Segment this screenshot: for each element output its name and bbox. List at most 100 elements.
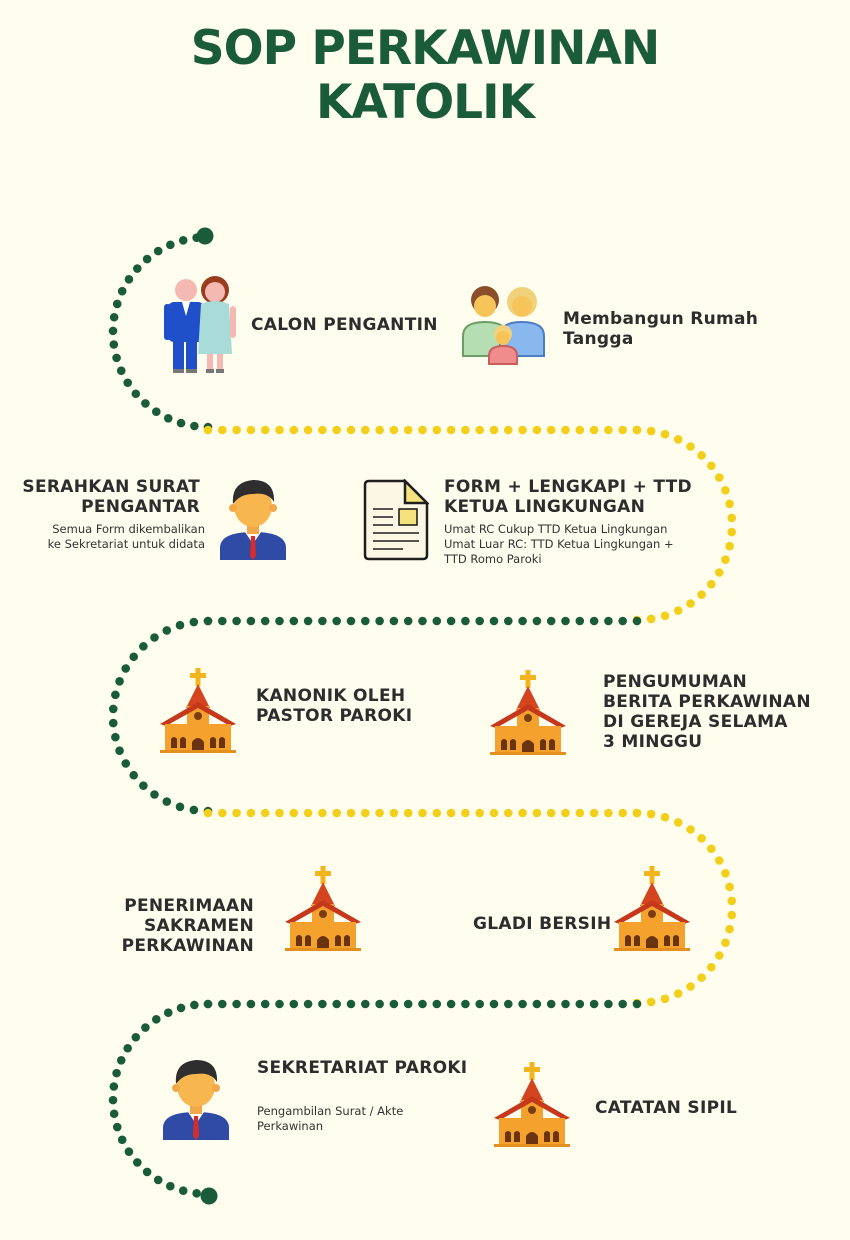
path-dot (129, 770, 139, 780)
path-dot (150, 633, 159, 642)
path-dot (190, 421, 199, 431)
path-dot (289, 999, 299, 1009)
path-dot (189, 805, 199, 815)
step-kanonik-label: KANONIK OLEH PASTOR PAROKI (256, 686, 413, 726)
path-dot (697, 973, 706, 982)
path-dot (176, 418, 186, 428)
path-dot (632, 425, 642, 435)
path-dot (475, 808, 485, 818)
path-dot (418, 425, 427, 435)
path-dot (189, 617, 199, 627)
path-dot (196, 227, 214, 245)
path-dot (132, 264, 142, 273)
path-dot (115, 746, 124, 756)
path-dot (117, 1135, 127, 1145)
path-dot (660, 994, 670, 1004)
path-dot (489, 999, 499, 1009)
path-dot (112, 1068, 121, 1078)
path-dot (489, 425, 499, 435)
path-dot (232, 999, 241, 1009)
path-dot (332, 808, 342, 818)
man-in-suit-icon (220, 480, 286, 560)
path-dot (418, 616, 427, 626)
path-dot (461, 425, 470, 435)
path-dot (618, 616, 627, 626)
path-dot (303, 808, 313, 818)
path-dot (361, 999, 370, 1009)
path-dot (725, 541, 734, 551)
path-dot (303, 616, 313, 626)
path-dot (289, 425, 299, 435)
path-dot (618, 808, 627, 818)
path-dot (604, 616, 613, 626)
path-dot (461, 999, 470, 1009)
path-dot (706, 579, 716, 589)
step-form-lengkapi-note: Umat RC Cukup TTD Ketua Lingkungan Umat … (444, 522, 674, 566)
path-dot (203, 616, 213, 626)
path-dot (389, 808, 399, 818)
path-dot (346, 425, 356, 435)
path-dot (124, 275, 134, 284)
path-dot (289, 616, 299, 626)
path-dot (632, 808, 642, 818)
path-dot (575, 425, 585, 435)
path-dot (632, 999, 642, 1009)
path-dot (532, 425, 542, 435)
path-dot (200, 1187, 218, 1205)
step-penerimaan-sakramen-label: PENERIMAAN SAKRAMEN PERKAWINAN (121, 896, 254, 956)
path-dot (318, 616, 327, 626)
path-dot (432, 808, 442, 818)
path-dot (111, 732, 120, 742)
path-dot (714, 856, 724, 865)
page-title: SOP PERKAWINAN KATOLIK (0, 22, 850, 130)
path-dot (418, 808, 427, 818)
path-dot (721, 938, 730, 948)
path-dot (646, 997, 656, 1007)
step-sekretariat-paroki-note: Pengambilan Surat / Akte Perkawinan (257, 1104, 404, 1133)
path-dot (108, 718, 118, 728)
path-dot (346, 808, 356, 818)
path-dot (697, 590, 706, 599)
path-dot (142, 1167, 152, 1177)
path-dot (131, 1032, 141, 1042)
path-dot (109, 1109, 119, 1119)
path-dot (192, 1189, 201, 1198)
path-dot (725, 499, 734, 509)
path-dot (246, 616, 256, 626)
path-dot (660, 611, 670, 621)
path-dot (618, 425, 627, 435)
path-dot (246, 808, 256, 818)
path-dot (561, 808, 570, 818)
path-dot (546, 616, 556, 626)
path-dot (660, 429, 670, 439)
path-dot (232, 616, 241, 626)
path-dot (203, 425, 213, 435)
path-dot (546, 999, 556, 1009)
path-dot (561, 999, 570, 1009)
path-dot (532, 808, 542, 818)
path-dot (706, 461, 716, 471)
path-dot (176, 1003, 186, 1013)
path-dot (332, 616, 342, 626)
step-calon-pengantin-label: CALON PENGANTIN (251, 315, 438, 335)
path-dot (604, 808, 613, 818)
path-dot (461, 616, 470, 626)
path-dot (632, 616, 642, 626)
path-dot (112, 1122, 122, 1132)
path-dot (561, 425, 570, 435)
path-dot (108, 1095, 118, 1105)
path-dot (141, 399, 150, 408)
path-dot (318, 808, 327, 818)
path-dot (575, 808, 585, 818)
path-dot (260, 425, 270, 435)
path-dot (518, 999, 527, 1009)
path-dot (108, 704, 118, 714)
path-dot (303, 999, 313, 1009)
path-dot (260, 616, 270, 626)
step-serahkan-surat-note: Semua Form dikembalikan ke Sekretariat u… (47, 522, 205, 551)
path-dot (446, 616, 456, 626)
bride-groom-icon (164, 276, 236, 373)
path-dot (475, 999, 485, 1009)
path-dot (686, 825, 695, 834)
path-dot (686, 599, 695, 608)
